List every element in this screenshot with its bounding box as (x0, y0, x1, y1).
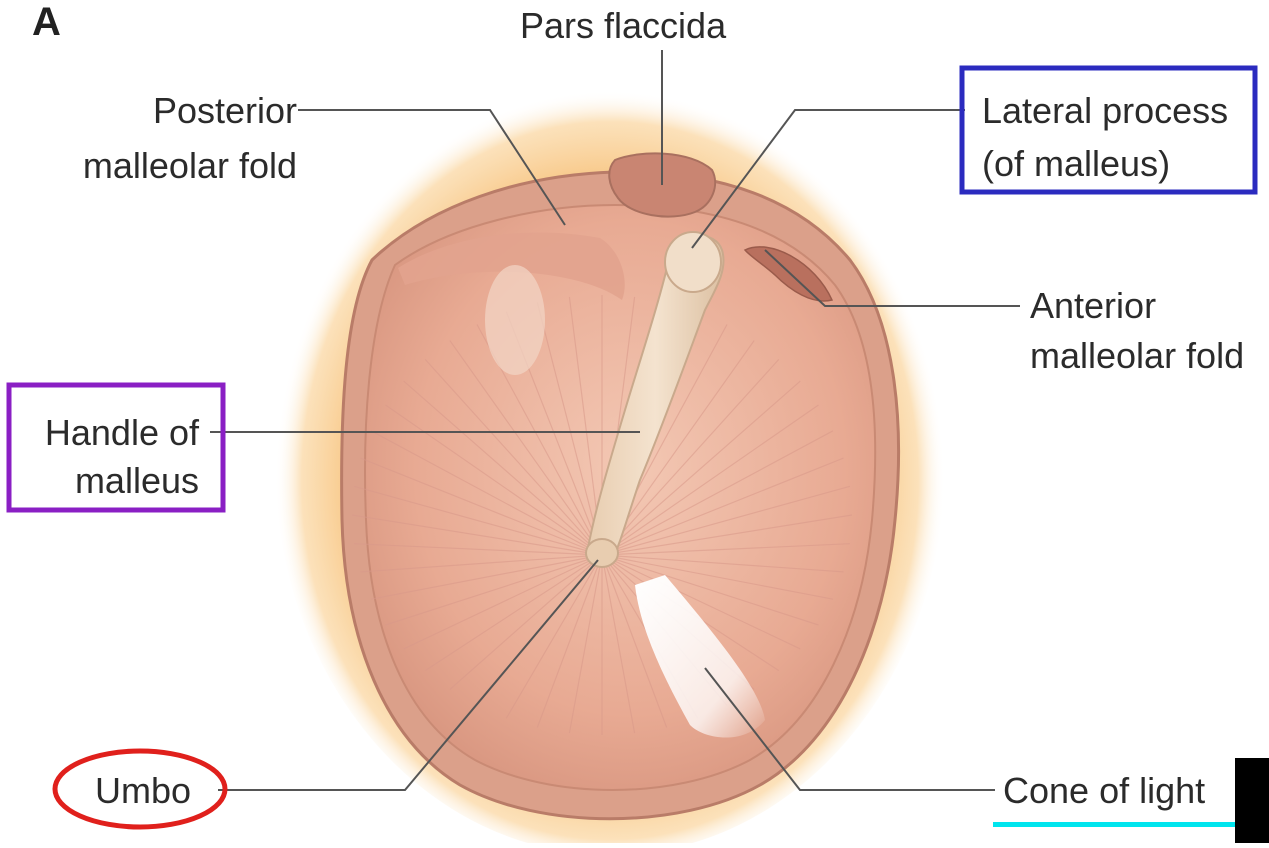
label-posterior-fold-line2: malleolar fold (83, 145, 297, 186)
panel-letter: A (32, 0, 61, 44)
black-bar-edge (1235, 758, 1269, 843)
posterior-shadow (485, 265, 545, 375)
lateral-process-knob (665, 232, 721, 292)
label-anterior-fold-line1: Anterior (1030, 285, 1156, 326)
label-anterior-fold-line2: malleolar fold (1030, 335, 1244, 376)
label-umbo: Umbo (95, 770, 191, 811)
label-cone-of-light: Cone of light (1003, 770, 1205, 811)
label-handle-line1: Handle of (45, 412, 200, 453)
umbo-tip (586, 539, 618, 567)
highlight-underline-cone (993, 822, 1235, 827)
label-pars-flaccida: Pars flaccida (520, 5, 727, 46)
label-handle-line2: malleus (75, 460, 199, 501)
label-lateral-process-line2: (of malleus) (982, 143, 1170, 184)
label-posterior-fold-line1: Posterior (153, 90, 297, 131)
label-lateral-process-line1: Lateral process (982, 90, 1228, 131)
